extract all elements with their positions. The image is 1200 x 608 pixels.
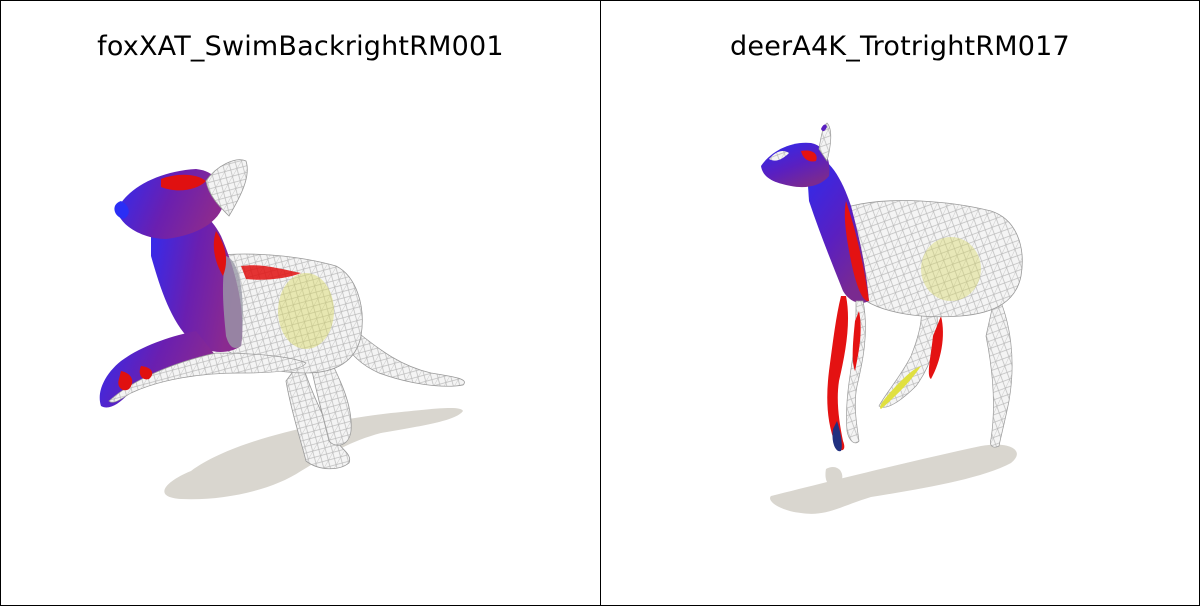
fox-red-patch-paw — [139, 366, 153, 380]
fox-ear — [205, 159, 248, 217]
deer-ear-blue — [821, 124, 827, 132]
fox-red-patch-leg — [118, 371, 133, 391]
deer-shadow-head — [825, 466, 843, 487]
deer-red-neck — [844, 201, 869, 302]
fox-snout — [114, 201, 129, 219]
fox-tail — [343, 330, 465, 387]
deer-yellow-leg — [880, 366, 921, 409]
deer-render — [761, 122, 1023, 514]
fox-body — [205, 253, 363, 374]
fox-hind-leg-2 — [310, 350, 352, 446]
deer-front-leg-blue — [832, 421, 842, 452]
deer-shadow — [770, 444, 1017, 514]
right-panel: deerA4K_TrotrightRM017 — [600, 0, 1200, 606]
deer-hind-leg — [985, 289, 1013, 448]
fox-belly-highlight — [278, 273, 334, 349]
deer-head-mesh — [769, 151, 789, 161]
right-panel-title: deerA4K_TrotrightRM017 — [730, 31, 1070, 62]
fox-red-chest — [241, 265, 301, 280]
fox-grey-band — [222, 256, 243, 348]
fox-render — [99, 159, 465, 500]
deer-red-leg-2 — [852, 311, 861, 371]
deer-front-leg — [827, 296, 849, 451]
fox-red-neck — [213, 231, 227, 276]
left-panel-title: foxXAT_SwimBackrightRM001 — [97, 31, 504, 62]
fox-red-head — [161, 174, 206, 191]
left-panel: foxXAT_SwimBackrightRM001 — [0, 0, 601, 606]
deer-belly-highlight — [921, 237, 981, 301]
deer-hind-leg-2 — [878, 305, 938, 408]
deer-ear — [818, 122, 832, 162]
deer-red-hind — [928, 316, 943, 379]
deer-red-head — [801, 150, 817, 162]
